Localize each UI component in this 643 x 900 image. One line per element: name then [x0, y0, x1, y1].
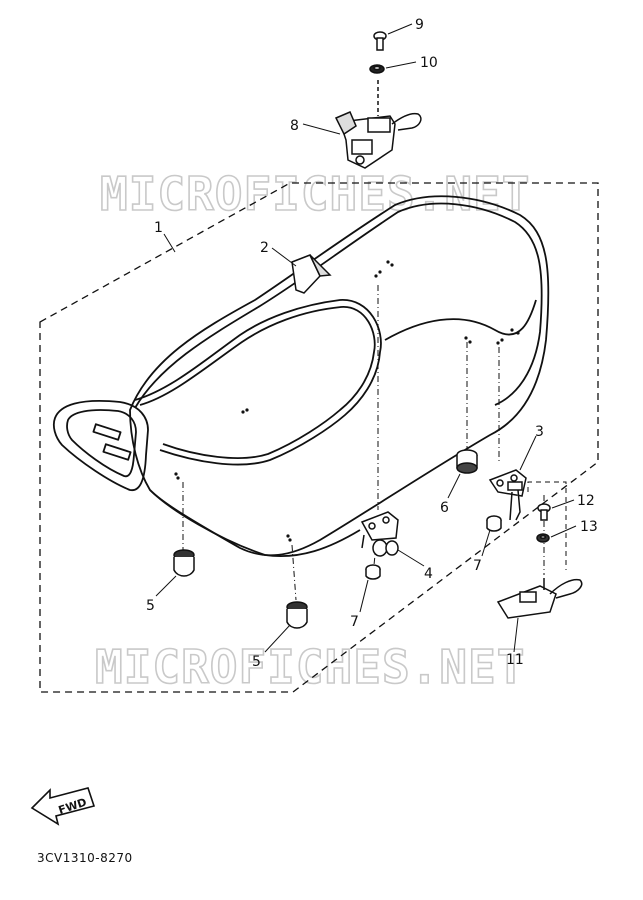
- seat-strap-tab: [291, 254, 332, 294]
- callout-13: 13: [580, 519, 598, 535]
- callout-5-rear: 5: [252, 654, 261, 670]
- callout-12: 12: [577, 493, 595, 509]
- seat: [52, 195, 550, 558]
- fwd-arrow-icon: FWD: [30, 787, 96, 826]
- callout-2: 2: [260, 240, 269, 256]
- seat-lock-assembly: [334, 31, 422, 169]
- damper-5-front: [173, 549, 195, 577]
- seat-lock-bracket-11: [496, 578, 583, 619]
- rubber-damper-6: [456, 449, 478, 474]
- callout-8: 8: [290, 118, 299, 134]
- damper-7-right: [486, 515, 502, 532]
- callout-9: 9: [415, 17, 424, 33]
- watermark-bottom: MICROFICHES.NET: [95, 640, 525, 694]
- damper-5-rear: [286, 601, 308, 629]
- washer-13: [536, 533, 550, 543]
- sub-assembly-outline: [527, 481, 567, 570]
- damper-7-left: [365, 564, 381, 580]
- callout-5-front: 5: [146, 598, 155, 614]
- diagram-code: 3CV1310-8270: [37, 851, 133, 865]
- callout-3: 3: [535, 424, 544, 440]
- callout-10: 10: [420, 55, 438, 71]
- connector-lines: [182, 285, 545, 601]
- callout-7-right: 7: [473, 558, 482, 574]
- callout-1: 1: [154, 220, 163, 236]
- callout-4: 4: [424, 566, 433, 582]
- seat-hook-4: [360, 511, 399, 557]
- bolt-12: [537, 503, 551, 521]
- callout-11: 11: [506, 652, 524, 668]
- callout-7-left: 7: [350, 614, 359, 630]
- watermark-top: MICROFICHES.NET: [100, 167, 530, 221]
- seat-hook-3: [488, 469, 527, 521]
- callout-6: 6: [440, 500, 449, 516]
- leader-lines: [155, 23, 577, 653]
